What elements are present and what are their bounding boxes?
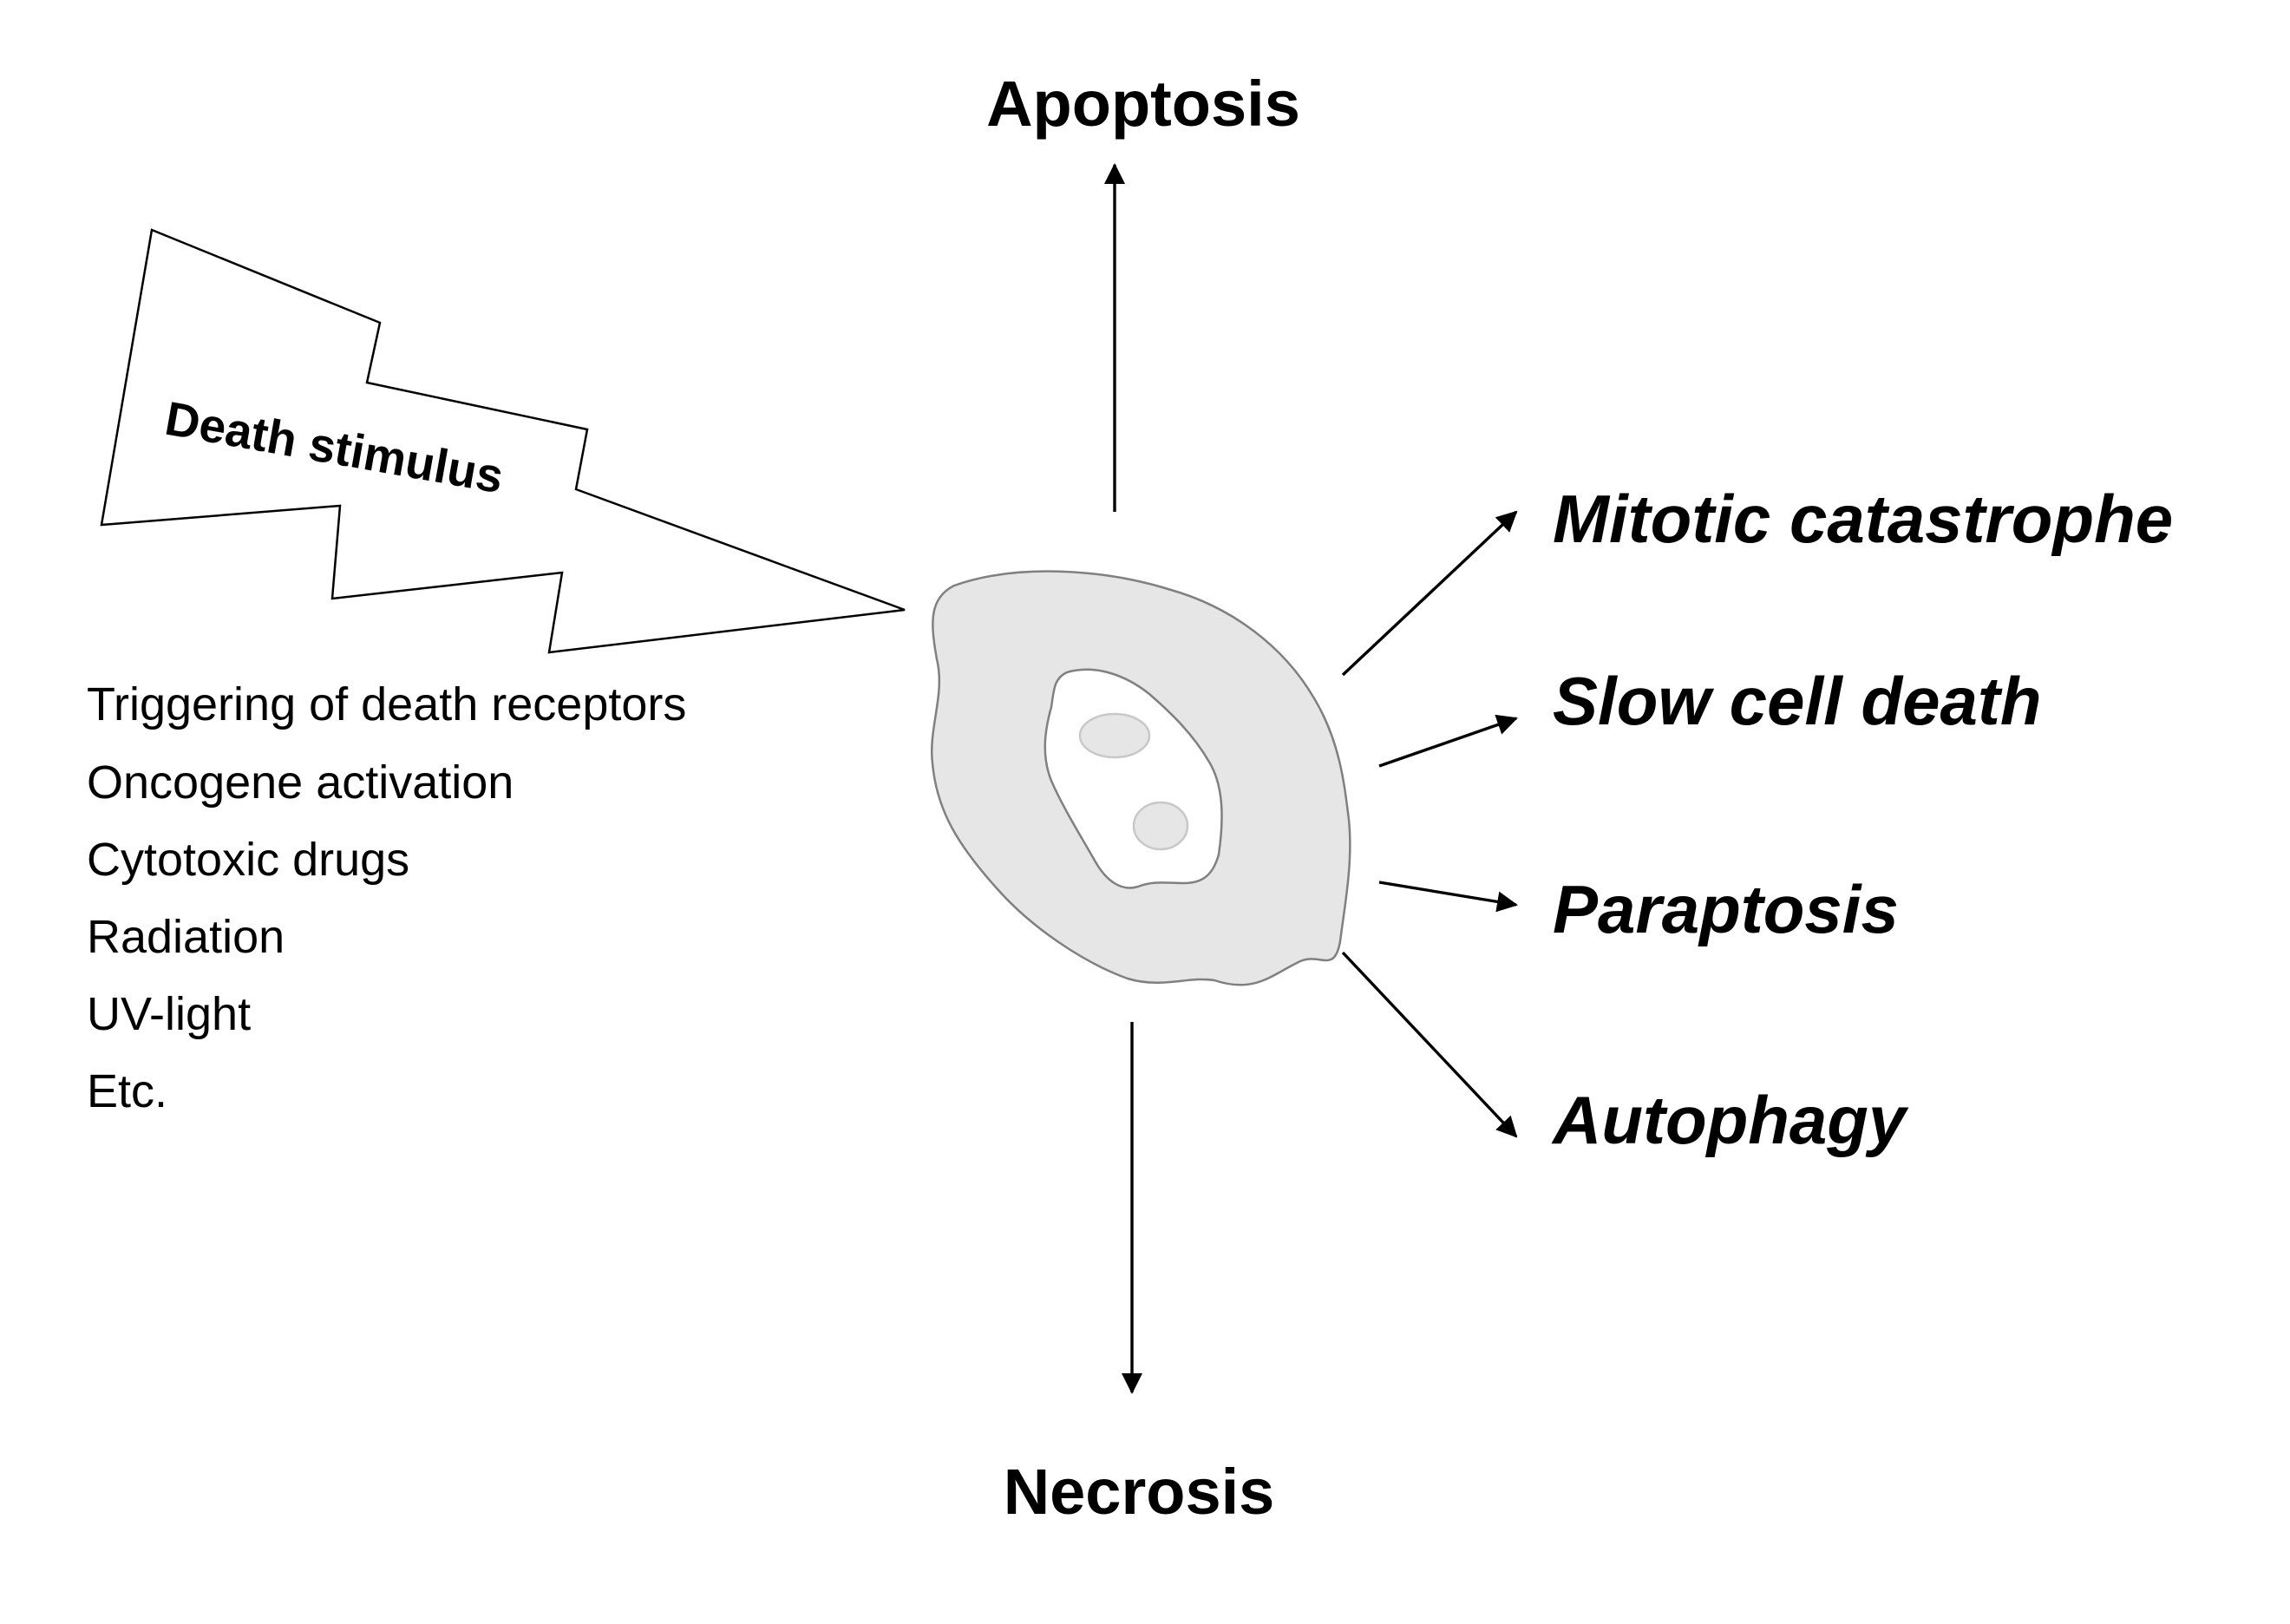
slow-cell-death-label: Slow cell death (1553, 663, 2041, 739)
trigger-item: UV-light (87, 988, 251, 1040)
trigger-item: Triggering of death receptors (87, 678, 686, 730)
paraptosis-label: Paraptosis (1553, 871, 1899, 947)
arrow-to-paraptosis (1378, 881, 1518, 913)
necrosis-label: Necrosis (1004, 1456, 1275, 1528)
autophagy-label: Autophagy (1551, 1082, 1909, 1158)
apoptosis-label: Apoptosis (986, 68, 1300, 140)
arrow-to-autophagy (1341, 951, 1518, 1138)
trigger-item: Etc. (87, 1065, 167, 1117)
arrow-to-mitotic-catastrophe (1341, 510, 1518, 677)
cell (930, 570, 1351, 986)
death-stimulus-bolt (100, 228, 906, 654)
nucleolus (1078, 712, 1151, 759)
mitotic-catastrophe-label: Mitotic catastrophe (1553, 481, 2173, 557)
trigger-item: Cytotoxic drugs (87, 834, 409, 886)
arrow-to-slow-cell-death (1378, 714, 1518, 768)
trigger-list: Triggering of death receptors Oncogene a… (87, 678, 686, 1117)
nucleolus (1132, 801, 1189, 851)
trigger-item: Oncogene activation (87, 756, 514, 809)
trigger-item: Radiation (87, 911, 285, 963)
